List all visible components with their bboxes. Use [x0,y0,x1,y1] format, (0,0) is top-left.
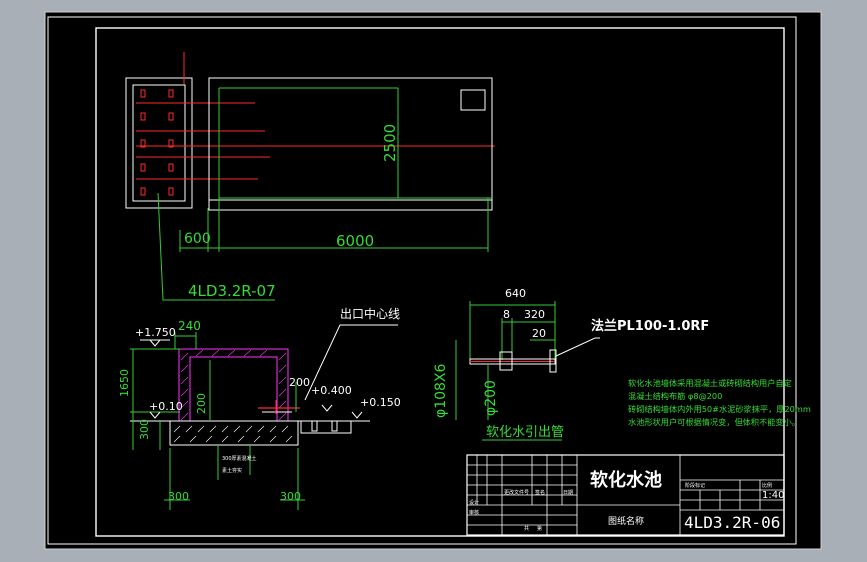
section-wall-hatch [180,349,287,421]
section-dim-200-left: 200 [195,393,208,414]
pipe-dim-20: 20 [532,327,546,340]
title-block-small-2: 签名 [535,489,545,496]
section-elev-left: +0.10 [149,400,183,413]
pipe-detail-caption: 软化水引出管 [486,425,564,440]
title-block-small-4: 设计 [469,499,479,506]
pipe-dim-200: φ200 [483,380,499,416]
title-block-small-1: 更改文件号 [504,489,529,496]
pipe-detail: 640 8 320 20 法兰PL100-1.0RF φ108X6 φ200 软… [433,287,709,441]
plan-dim-600: 600 [184,231,211,247]
section-dim-200-right: 200 [289,376,310,389]
title-block[interactable]: 更改文件号 签名 日期 设计 审核 阶段标记 比例 共 第 软化水池 图纸名称 … [466,454,785,536]
title-block-small-6: 阶段标记 [685,482,705,489]
section-foundation-hatch [173,425,293,443]
section-base-note-1: 300厚素混凝土 [222,455,257,462]
drawing-background [44,11,822,550]
plan-dim-6000: 6000 [336,232,374,250]
sheet-border-inner [95,27,785,537]
note-line-1: 软化水池墙体采用混凝土或砖砌结构用户自定 [628,378,792,388]
title-block-small-8: 共 [524,525,529,532]
note-line-2: 混凝土结构布筋 φ8@200 [628,391,722,401]
title-block-small-9: 第 [537,525,542,532]
title-block-small-7: 比例 [762,482,772,489]
title-block-drawing-no: 4LD3.2R-06 [684,513,780,532]
plan-leader-label: 4LD3.2R-07 [188,282,276,300]
section-dim-1650: 1650 [118,369,131,397]
plan-outlet-box-inner [132,84,186,202]
section-outlet-leader [304,324,398,401]
section-elev-top: +1.750 [135,326,176,339]
plan-green-lines [157,87,492,301]
plan-pipe-lines [136,52,495,180]
pipe-dim-640: 640 [505,287,526,300]
section-base-note-2: 素土夯实 [222,467,242,474]
pipe-dim-320: 320 [524,308,545,321]
section-view: 出口中心线 +1.750 240 1650 +0.10 200 300 200 … [118,306,401,510]
section-dim-240: 240 [178,319,201,333]
note-line-4: 水池形状用户可根据情况变，但体积不能变小。 [628,417,800,427]
title-block-subtitle: 图纸名称 [608,515,644,527]
note-line-3: 砖砌结构墙体内外用50#水泥砂浆抹平，厚20mm [628,404,811,414]
section-elev-pipe: +0.400 [311,384,352,397]
pipe-flange-label: 法兰PL100-1.0RF [591,318,709,334]
plan-manhole [460,89,486,111]
section-dims [130,332,305,510]
title-block-title: 软化水池 [590,469,662,491]
section-outlet-pipe [258,400,352,434]
section-dim-300: 300 [138,419,151,440]
pipe-dim-108x6: φ108X6 [433,363,449,418]
sheet-border-outer [47,16,797,545]
section-dim-bottom-left: 300 [168,490,189,503]
plan-view: 2500 600 6000 4LD3.2R-07 [125,52,495,301]
section-elev-ground: +0.150 [360,396,401,409]
title-block-small-5: 审核 [469,509,479,516]
general-notes: 软化水池墙体采用混凝土或砖砌结构用户自定 混凝土结构布筋 φ8@200 砖砌结构… [628,378,811,427]
plan-tank-outer [208,77,493,211]
section-outlet-center-label: 出口中心线 [340,306,400,321]
plan-holes [140,89,174,196]
pipe-dim-8: 8 [503,308,510,321]
plan-dim-2500: 2500 [381,124,399,162]
title-block-small-3: 日期 [563,490,573,496]
section-dim-bottom-right: 300 [280,490,301,503]
title-block-scale: 1:40 [762,490,784,501]
section-elevation-markers [140,339,363,419]
